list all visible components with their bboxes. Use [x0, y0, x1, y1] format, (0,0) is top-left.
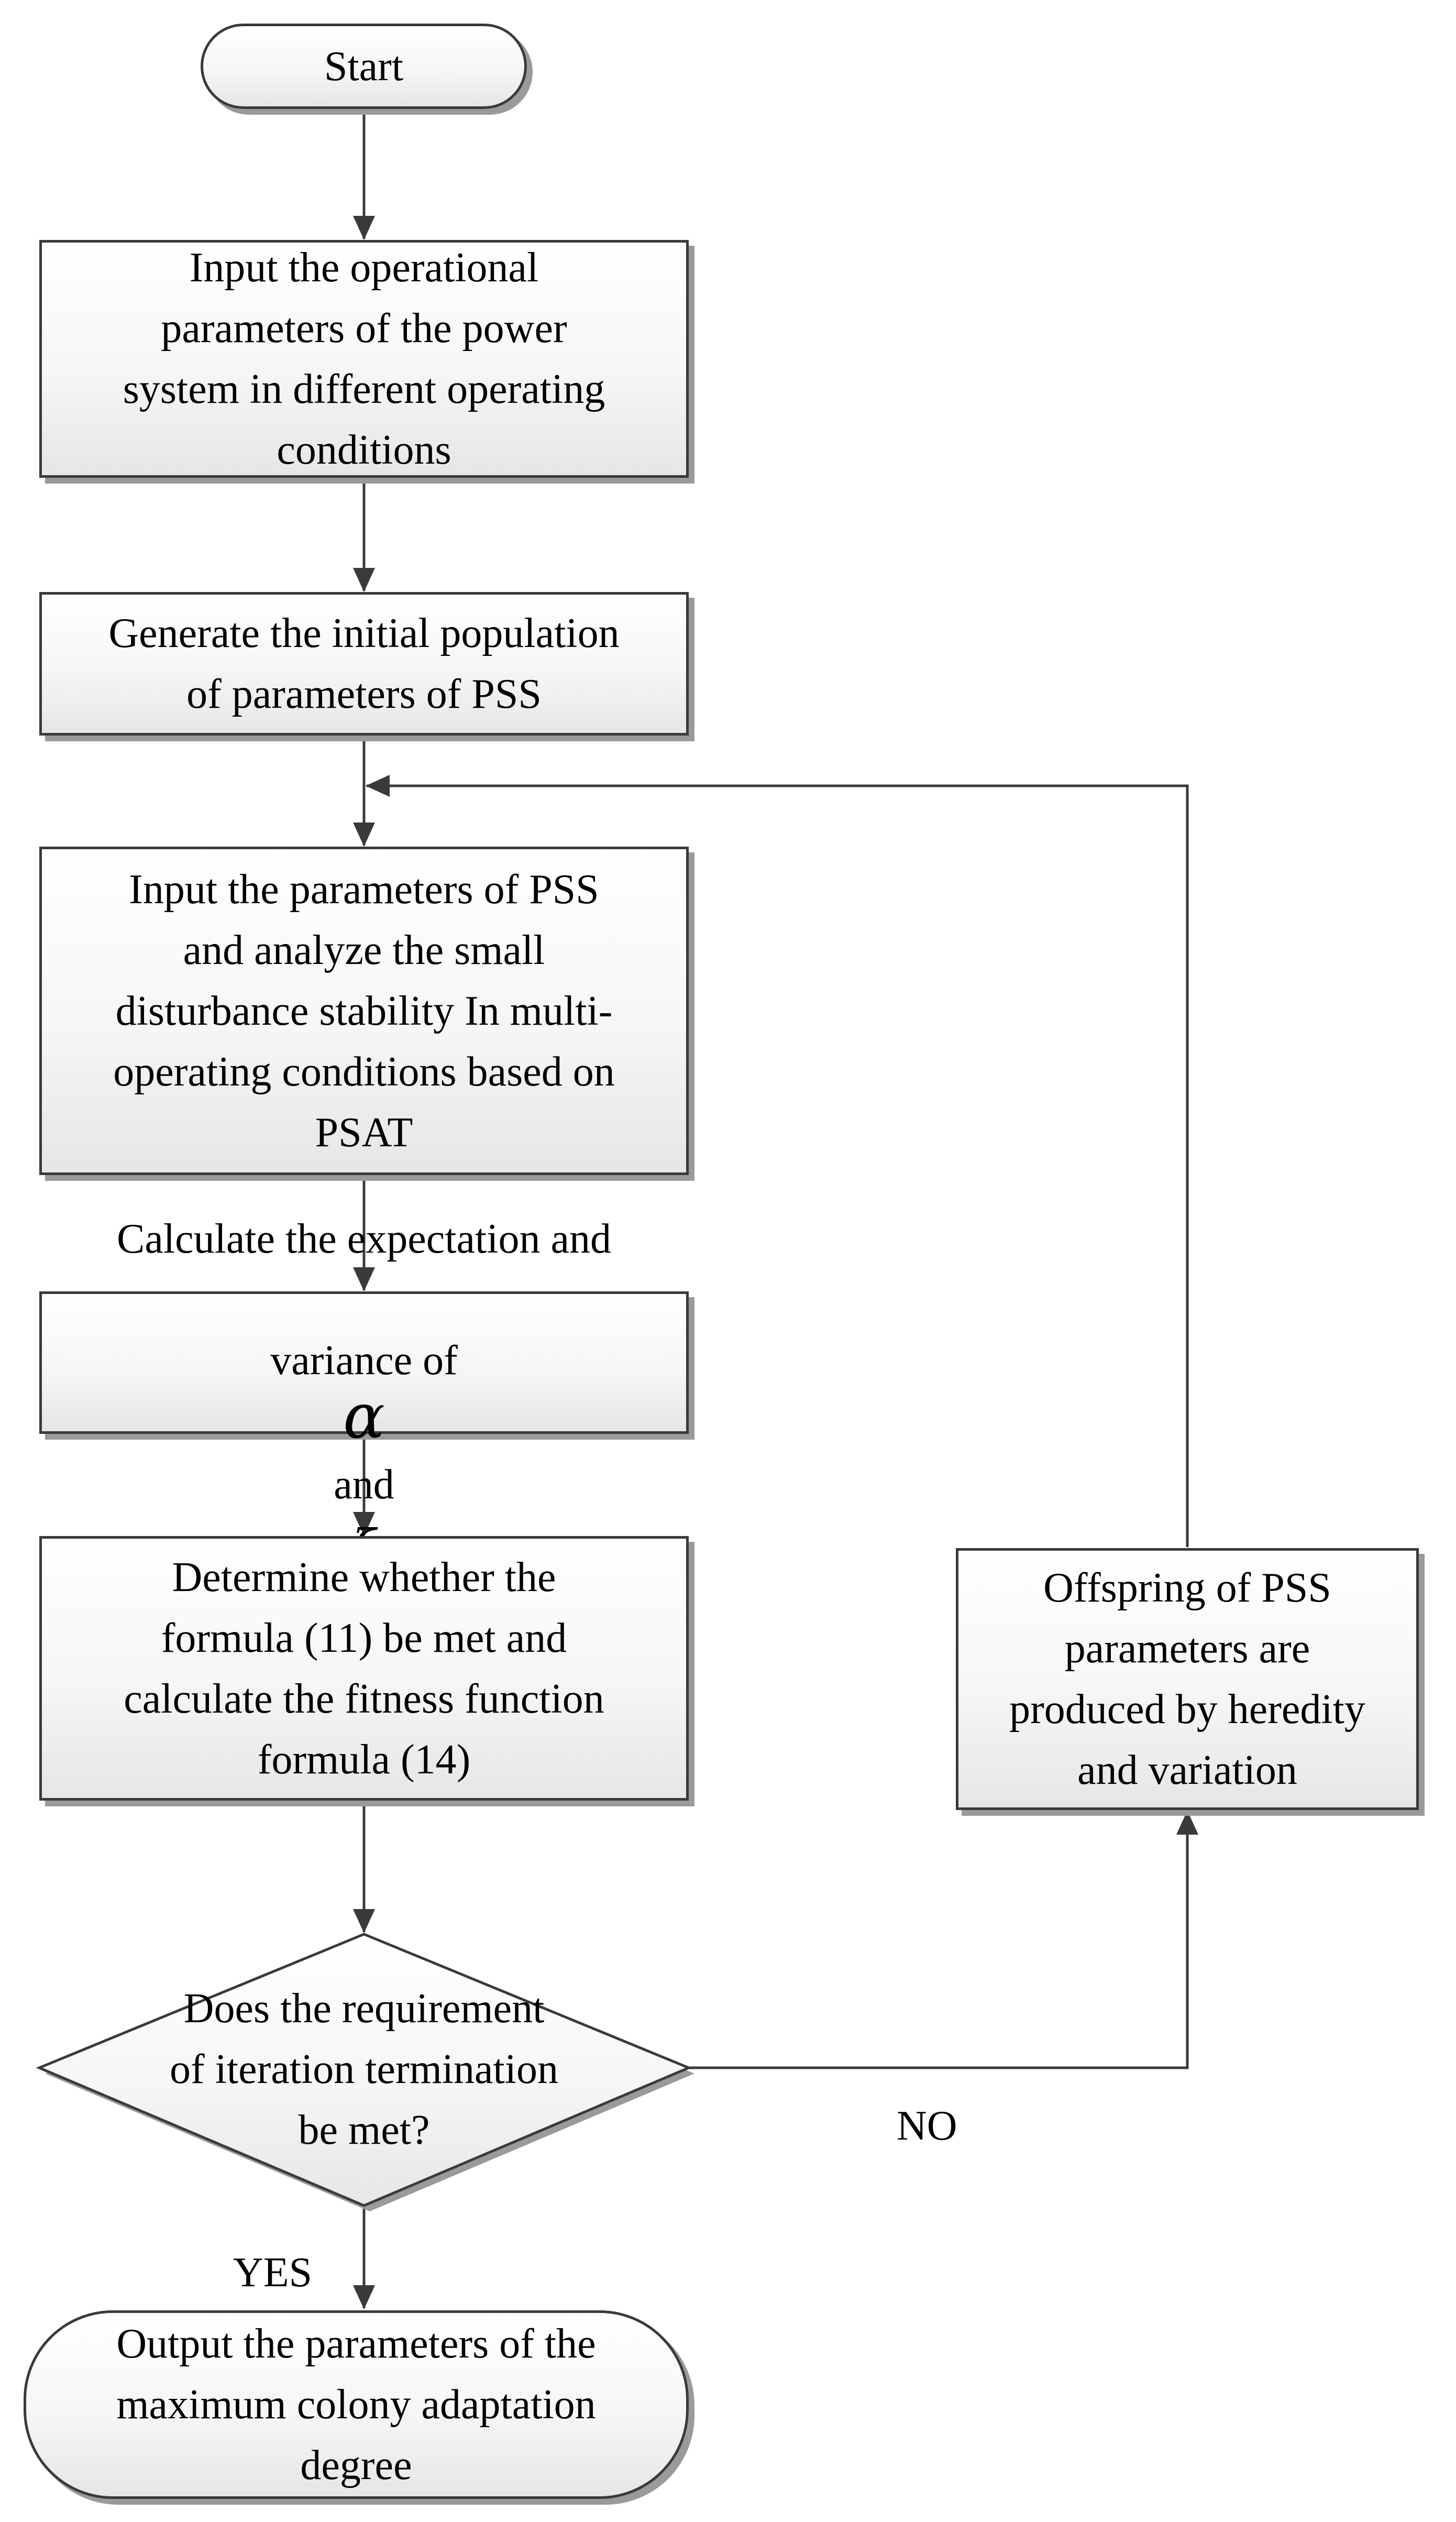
start-terminal[interactable]: Start: [201, 24, 527, 109]
start-label: Start: [324, 43, 404, 90]
generate-initial-population-text: Generate the initial population of param…: [108, 610, 620, 717]
decision-diamond[interactable]: [36, 1933, 692, 2207]
yes-edge-label: YES: [233, 2250, 313, 2296]
alpha-symbol: α: [343, 1380, 385, 1452]
calculate-and-text: and: [334, 1462, 394, 1508]
input-pss-analyze-text: Input the parameters of PSS and analyze …: [113, 866, 615, 1156]
output-terminal[interactable]: Output the parameters of the maximum col…: [24, 2310, 689, 2499]
arrow-offspring-loop-back: [366, 775, 1189, 1547]
input-pss-analyze-box[interactable]: Input the parameters of PSS and analyze …: [39, 847, 689, 1175]
calculate-expectation-variance-box[interactable]: Calculate the expectation and variance o…: [39, 1216, 689, 1571]
generate-initial-population-box[interactable]: Generate the initial population of param…: [39, 592, 689, 736]
determine-fitness-box[interactable]: Determine whether the formula (11) be me…: [39, 1536, 689, 1801]
offspring-box[interactable]: Offspring of PSS parameters are produced…: [956, 1548, 1419, 1810]
output-text: Output the parameters of the maximum col…: [116, 2321, 596, 2488]
decision-text: Does the requirement of iteration termin…: [170, 1986, 558, 2153]
input-operational-parameters-text: Input the operational parameters of the …: [123, 245, 605, 473]
calculate-line-1: Calculate the expectation and: [116, 1216, 612, 1262]
calculate-variance-of-text: variance of: [270, 1337, 458, 1384]
offspring-text: Offspring of PSS parameters are produced…: [1009, 1565, 1365, 1793]
determine-fitness-text: Determine whether the formula (11) be me…: [124, 1554, 604, 1783]
input-operational-parameters-box[interactable]: Input the operational parameters of the …: [39, 240, 689, 478]
arrow-decision-no-to-offspring: [689, 1811, 1198, 2069]
no-edge-label: NO: [897, 2103, 957, 2149]
calculate-line-2: variance of α and ξ: [270, 1269, 458, 1577]
